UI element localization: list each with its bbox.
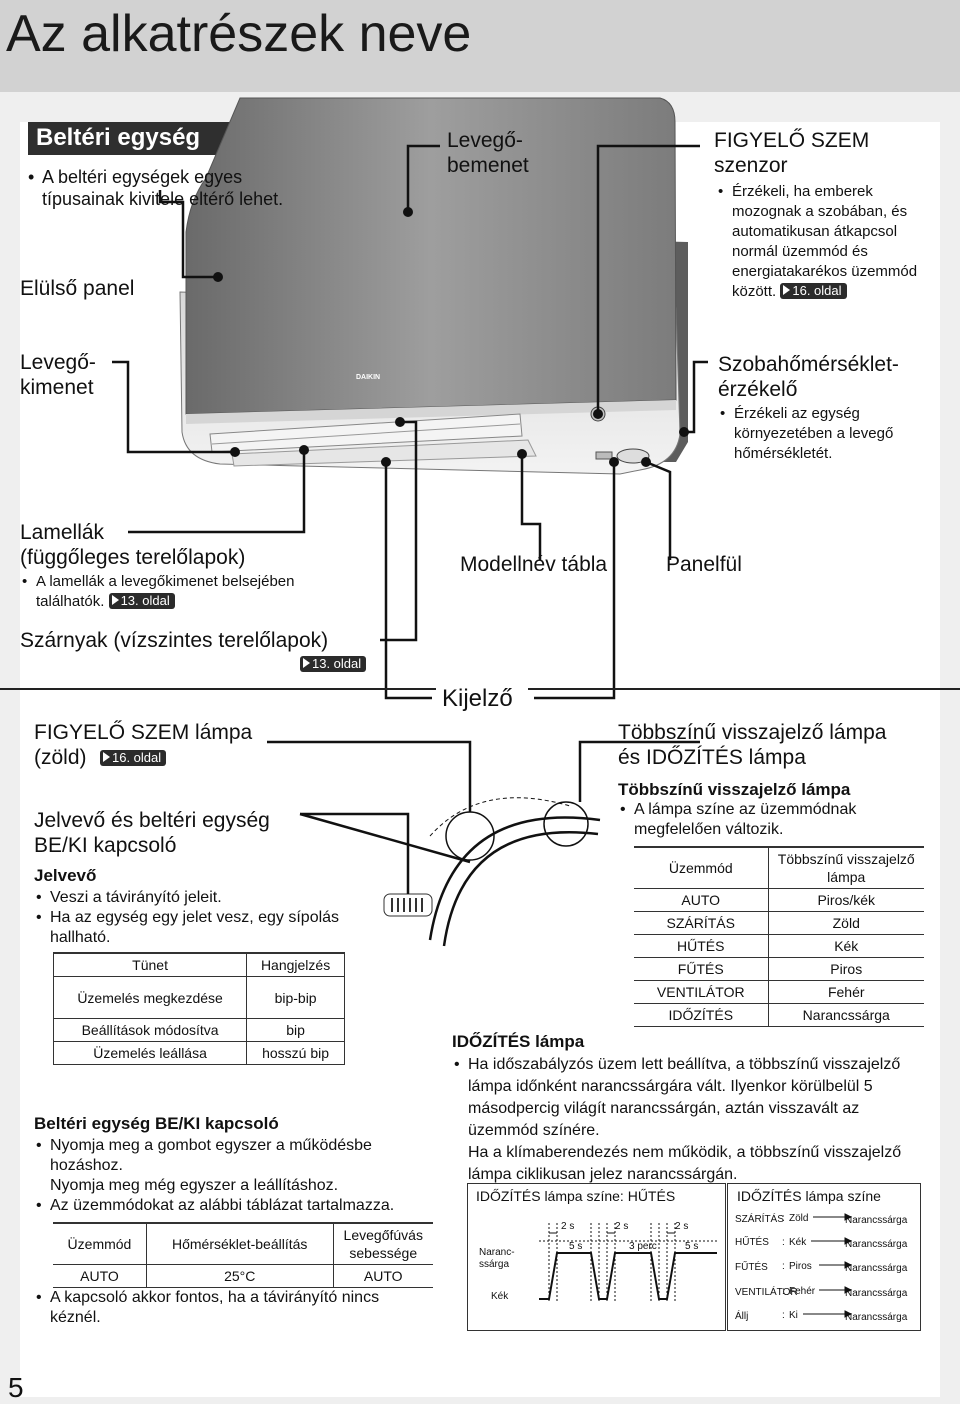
receiver-heading: Jelvevő — [34, 866, 97, 885]
mid-label: 3 perc — [629, 1241, 657, 1252]
color-row-target: Narancssárga — [845, 1312, 908, 1323]
color-row-color: Ki — [789, 1310, 798, 1321]
timer-color-title: IDŐZÍTÉS lámpa színe — [737, 1188, 881, 1204]
color-row-color: Zöld — [789, 1213, 808, 1224]
room-temp-sensor-title: Szobahőmérséklet- érzékelő — [718, 353, 899, 401]
page-ref-badge[interactable]: 16. oldal — [100, 750, 167, 766]
page-ref-badge[interactable]: 13. oldal — [108, 593, 175, 609]
section-badge: Beltéri egység — [28, 122, 233, 155]
multi-lamp-description: A lámpa színe az üzemmódnak megfelelően … — [620, 800, 920, 840]
mid-label: 5 s — [685, 1241, 698, 1252]
room-temp-sensor-description: Érzékeli az egység környezetében a leveg… — [720, 404, 930, 464]
top-label: 2 s — [561, 1221, 574, 1232]
multi-lamp-circle — [543, 801, 589, 847]
timer-chart-box — [467, 1183, 726, 1331]
front-panel-label: Elülső panel — [20, 277, 135, 300]
color-row-mode: FŰTÉS — [735, 1259, 768, 1273]
timer-color-box — [727, 1183, 921, 1331]
sensor-title: FIGYELŐ SZEM szenzor — [714, 129, 870, 177]
louvers-title: Lamellák (függőleges terelőlapok) — [20, 521, 246, 569]
svg-text::: : — [782, 1237, 785, 1248]
table-row: Üzemmód Hőmérséklet-beállítás Levegőfúvá… — [53, 1222, 433, 1265]
color-row-color: Fehér — [789, 1286, 816, 1297]
play-icon — [103, 752, 110, 762]
list-item: Nyomja meg a gombot egyszer a működésbe … — [36, 1136, 396, 1196]
svg-text::: : — [782, 1261, 785, 1272]
page-ref-badge[interactable]: 16. oldal — [780, 283, 847, 299]
y-label-blue: Kék — [491, 1291, 509, 1302]
list-item: Ha az egység egy jelet vesz, egy sípolás… — [36, 908, 366, 948]
air-outlet-slot — [209, 413, 523, 453]
play-icon — [111, 595, 119, 605]
daikin-logo: DAIKIN — [356, 374, 380, 381]
flaps-ref[interactable]: 13. oldal — [300, 656, 367, 674]
display-label: Kijelző — [442, 685, 513, 712]
color-row-target: Narancssárga — [845, 1288, 908, 1299]
table-row: AUTO 25°C AUTO — [53, 1264, 433, 1288]
multi-lamp-title: Többszínű visszajelző lámpa és IDŐZÍTÉS … — [618, 721, 887, 769]
multi-lamp-heading: Többszínű visszajelző lámpa — [618, 780, 851, 799]
panel-tab-label: Panelfül — [666, 553, 742, 576]
svg-text::: : — [782, 1286, 785, 1297]
timer-lamp-description: Ha időszabályzós üzem lett beállítva, a … — [454, 1054, 914, 1186]
display-illustration — [0, 680, 960, 947]
color-row-mode: HŰTÉS — [735, 1234, 769, 1248]
flaps-title: Szárnyak (vízszintes terelőlapok) — [20, 629, 329, 652]
display-knob — [616, 448, 650, 464]
indoor-unit-illustration: DAIKIN — [112, 97, 708, 700]
sensor-description: Érzékeli, ha emberek mozognak a szobában… — [718, 182, 944, 302]
color-row-color: Piros — [789, 1261, 812, 1272]
color-row-mode: VENTILÁTOR — [735, 1285, 798, 1298]
list-item: Az üzemmódokat az alábbi táblázat tartal… — [36, 1196, 396, 1216]
color-row-target: Narancssárga — [845, 1215, 908, 1226]
timer-chart-title: IDŐZÍTÉS lámpa színe: HŰTÉS — [476, 1188, 676, 1204]
intro-note: A beltéri egységek egyes típusainak kivi… — [28, 166, 318, 210]
multi-lamp-table: Üzemmód Többszínű visszajelző lámpa AUTO… — [634, 846, 924, 1027]
air-inlet-label: Levegő- bemenet — [447, 129, 529, 177]
page-ref-badge[interactable]: 13. oldal — [300, 656, 367, 672]
model-plate-label: Modellnév tábla — [460, 553, 608, 576]
page-number: 5 — [8, 1372, 24, 1403]
play-icon — [303, 658, 310, 668]
svg-text::: : — [782, 1213, 785, 1224]
receiver-list: Veszi a távirányító jeleit. Ha az egység… — [36, 888, 366, 948]
onoff-table: Üzemmód Hőmérséklet-beállítás Levegőfúvá… — [53, 1222, 433, 1288]
onoff-note: A kapcsoló akkor fontos, ha a távirányít… — [36, 1288, 396, 1328]
color-row-target: Narancssárga — [845, 1263, 908, 1274]
onoff-heading: Beltéri egység BE/KI kapcsoló — [34, 1114, 279, 1133]
color-row-target: Narancssárga — [845, 1239, 908, 1250]
color-row-mode: SZÁRÍTÁS — [735, 1212, 784, 1225]
eye-lamp-ref[interactable]: 16. oldal — [100, 750, 167, 768]
color-row-mode: Állj — [735, 1309, 748, 1322]
color-row-color: Kék — [789, 1237, 807, 1248]
mid-label: 5 s — [569, 1241, 582, 1252]
top-label: 2 s — [615, 1221, 628, 1232]
air-outlet-label: Levegő- kimenet — [20, 351, 96, 399]
play-icon — [783, 285, 791, 295]
timer-lamp-heading: IDŐZÍTÉS lámpa — [452, 1032, 585, 1051]
y-label-orange: Naranc-ssárga — [479, 1247, 515, 1270]
onoff-list: Nyomja meg a gombot egyszer a működésbe … — [36, 1136, 396, 1216]
eye-lamp-title: FIGYELŐ SZEM lámpa (zöld) — [34, 721, 253, 769]
list-item: Veszi a távirányító jeleit. — [36, 888, 366, 908]
page-title: Az alkatrészek neve — [0, 0, 960, 92]
louvers-description: A lamellák a levegőkimenet belsejében ta… — [22, 572, 342, 612]
svg-text::: : — [782, 1310, 785, 1321]
timer-color-list: SZÁRÍTÁS Zöld Narancssárga HŰTÉS Kék Nar… — [735, 1212, 908, 1323]
receiver-title: Jelvevő és beltéri egység BE/KI kapcsoló — [34, 809, 270, 857]
table-row: Tünet Hangjelzés — [52, 952, 345, 977]
timer-waveform: Naranc-ssárga Kék 2 s 2 s 2 s 5 s 3 perc… — [479, 1221, 719, 1303]
table-row: Üzemmód Többszínű visszajelző lámpa — [634, 846, 924, 889]
top-label: 2 s — [675, 1221, 688, 1232]
